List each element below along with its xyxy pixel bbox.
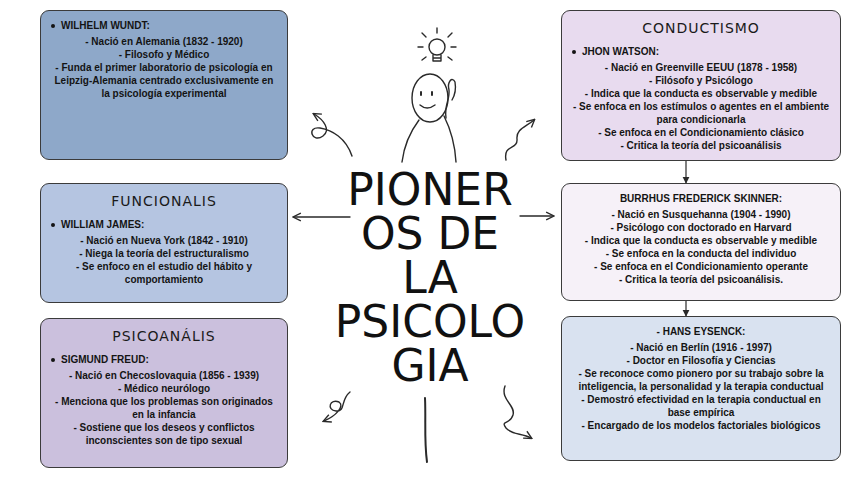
fact-line: - Nació en Checoslovaquia (1856 - 1939) [51,369,277,382]
fact-line: - Critica la teoría del psicoanálisis. [572,273,830,286]
fact-line: - Se enfoca en el Condicionamiento opera… [572,260,830,273]
pioneer-box: FUNCIONALIS WILLIAM JAMES: - Nació en Nuev… [40,183,288,303]
pioneer-box: WILHELM WUNDT: - Nació en Alemania (1832 … [40,10,288,160]
figure-head [412,74,448,122]
stem-line [425,398,427,462]
fact-line: - Menciona que los problemas son origina… [51,395,277,421]
fact-line: - Se enfoca en el Condicionamiento clási… [572,126,830,139]
fact-line: - Se reconoce como pionero por su trabaj… [572,367,830,393]
arrow [520,215,553,216]
bullet-dot [51,358,55,362]
bullet-dot [572,50,576,54]
school-heading: PSICOANÁLIS [51,327,277,347]
fact-line: - Nació en Greenville EEUU (1878 - 1958) [572,61,830,74]
curly-arrow [506,120,534,160]
pioneer-name: WILHELM WUNDT: [51,19,277,32]
pioneer-box: - HANS EYSENCK: - Nació en Berlín (1916 -… [561,316,841,461]
bullet-dot [51,223,55,227]
fact-line: - Filósofo y Psicólogo [572,74,830,87]
fact-line: - Indica que la conducta es observable y… [572,87,830,100]
fact-line: - Niega la teoría del estructuralismo [51,247,277,260]
pioneer-name: - HANS EYSENCK: [572,325,830,338]
pioneer-name: JHON WATSON: [572,45,830,58]
fact-line: - Médico neurólogo [51,382,277,395]
fact-line: - Critica la teoría del psicoanálisis [572,139,830,152]
curly-arrow [324,392,350,421]
fact-line: - Sostiene que los deseos y conflictos i… [51,421,277,447]
fact-line: - Se enfoca en la conducta del individuo [572,247,830,260]
fact-line: - Filosofo y Médico [51,48,277,61]
connector-arrow [685,301,686,316]
fact-line: - Encargado de los modelos factoriales b… [572,419,830,432]
school-heading: CONDUCTISMO [572,19,830,39]
lightbulb-base [433,55,441,61]
pioneer-name: WILLIAM JAMES: [51,218,277,231]
fact-line: - Se enfoca en los estímulos o agentes e… [572,100,830,126]
lightbulb [429,39,445,55]
curly-arrow [312,114,352,156]
pioneer-name: SIGMUND FREUD: [51,353,277,366]
fact-line: - Nació en Nueva York (1842 - 1910) [51,234,277,247]
fact-line: - Se enfoco en el estudio del hábito y c… [51,260,277,286]
bullet-dot [51,24,55,28]
fact-line: - Nació en Susquehanna (1904 - 1990) [572,208,830,221]
figure-eyes [421,92,432,95]
diagram-title: PIONEROS DE LA PSICOLOGIA [330,168,530,388]
fact-line: - Indica que la conducta es observable y… [572,234,830,247]
school-heading: FUNCIONALIS [51,192,277,212]
figure-body [402,120,419,162]
pioneer-box: BURRHUS FREDERICK SKINNER: - Nació en Sus… [561,183,841,301]
fact-line: - Funda el primer laboratorio de psicolo… [51,61,277,100]
fact-line: - Nació en Berlín (1916 - 1997) [572,341,830,354]
pioneer-name: BURRHUS FREDERICK SKINNER: [572,192,830,205]
arrow [294,216,350,217]
fact-line: - Nació en Alemania (1832 - 1920) [51,35,277,48]
figure-smile [420,105,435,108]
fact-line: - Doctor en Filosofía y Ciencias [572,354,830,367]
pioneer-box: CONDUCTISMO JHON WATSON: - Nació en Greenv… [561,10,841,161]
fact-line: - Demostró efectividad en la terapia con… [572,393,830,419]
curly-arrow [504,386,531,438]
fact-line: - Psicólogo con doctorado en Harvard [572,221,830,234]
figure-arm [446,80,456,118]
figure-body [444,116,456,162]
connector-arrow [685,161,686,183]
pioneer-box: PSICOANÁLIS SIGMUND FREUD: - Nació en Chec… [40,318,288,468]
lightbulb-rays [418,28,456,60]
